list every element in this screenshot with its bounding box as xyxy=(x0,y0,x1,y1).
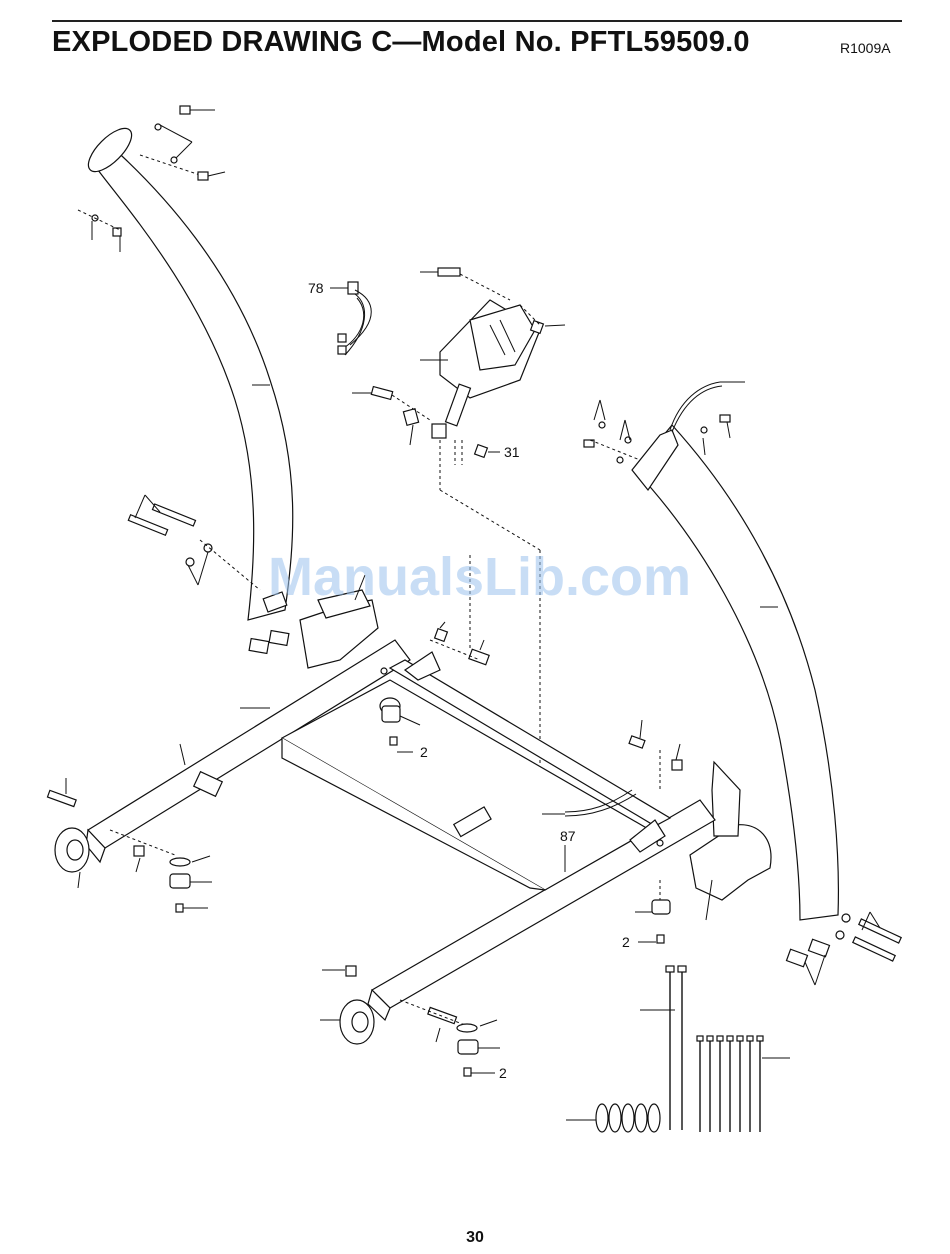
tie-straps-long xyxy=(640,966,686,1130)
wire-clips xyxy=(566,1104,660,1132)
wire-harness-78 xyxy=(330,282,371,355)
callout-87: 87 xyxy=(560,828,576,844)
base-frame xyxy=(86,640,715,1020)
callout-78: 78 xyxy=(308,280,324,296)
callout-2-lower: 2 xyxy=(499,1065,507,1081)
right-wheels-and-feet xyxy=(320,880,670,1076)
callout-2-upper: 2 xyxy=(420,744,428,760)
watermark-text: ManualsLib.com xyxy=(268,546,691,608)
callout-2-right: 2 xyxy=(622,934,630,950)
callout-31: 31 xyxy=(504,444,520,460)
page-number: 30 xyxy=(0,1229,950,1247)
controller-assembly xyxy=(420,268,565,426)
tie-straps-short xyxy=(697,1036,790,1132)
right-bolts xyxy=(786,912,901,985)
right-upright-bracket xyxy=(690,762,771,920)
left-upright xyxy=(82,122,293,620)
